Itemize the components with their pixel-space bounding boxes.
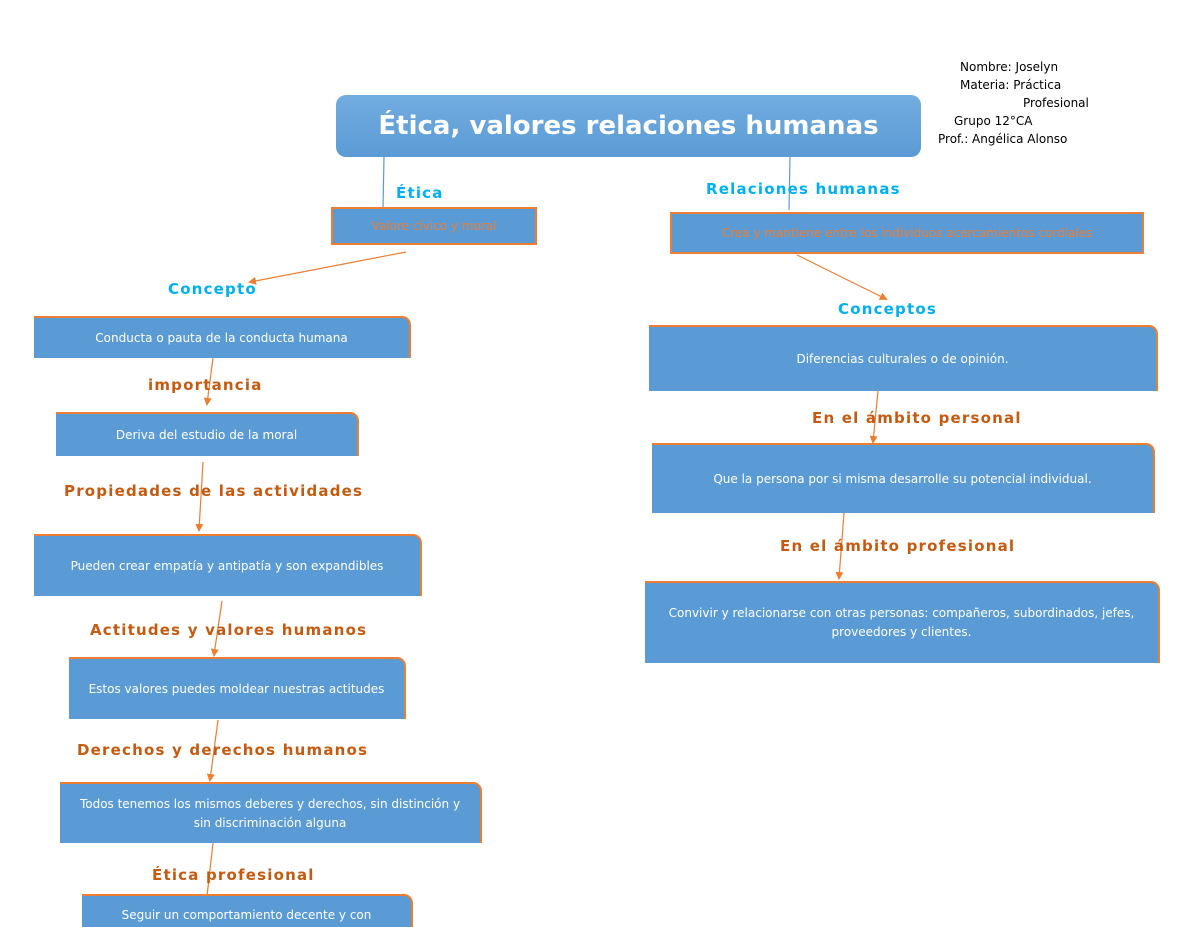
info-nombre: Nombre: Joselyn [960, 60, 1059, 74]
profesional-node: Convivir y relacionarse con otras person… [645, 581, 1160, 663]
arrow-root-to-concepto [248, 251, 407, 285]
relaciones-heading: Relaciones humanas [706, 180, 901, 198]
conceptos-label: Conceptos [838, 300, 937, 318]
info-materia-cont: Profesional [1023, 96, 1089, 110]
concepto-label: Concepto [168, 280, 257, 298]
conceptos-node: Diferencias culturales o de opinión. [649, 325, 1158, 391]
info-grupo: Grupo 12°CA [954, 114, 1033, 128]
relaciones-root-node: Crea y mantiene entre los individuos ace… [670, 212, 1144, 254]
profesional-label: En el ámbito profesional [780, 537, 1016, 555]
propiedades-label: Propiedades de las actividades [64, 482, 364, 500]
info-materia: Materia: Práctica [960, 78, 1062, 92]
etica-root-node: Valore cívico y moral [331, 207, 537, 245]
importancia-node: Deriva del estudio de la moral [56, 412, 359, 456]
student-info: Nombre: Joselyn Materia: Práctica Profes… [930, 58, 1100, 148]
title-to-etica-connector [382, 156, 385, 209]
actitudes-node: Estos valores puedes moldear nuestras ac… [69, 657, 406, 719]
personal-node: Que la persona por si misma desarrolle s… [652, 443, 1155, 513]
personal-label: En el ámbito personal [812, 409, 1022, 427]
page-title: Ética, valores relaciones humanas [336, 95, 921, 157]
arrow-rel-root-to-conceptos [796, 254, 888, 300]
derechos-label: Derechos y derechos humanos [77, 741, 369, 759]
concepto-node: Conducta o pauta de la conducta humana [34, 316, 411, 358]
info-prof: Prof.: Angélica Alonso [938, 132, 1068, 146]
etica-prof-label: Ética profesional [152, 866, 315, 884]
etica-prof-node: Seguir un comportamiento decente y con [82, 894, 413, 927]
etica-heading: Ética [396, 184, 444, 202]
propiedades-node: Pueden crear empatía y antipatía y son e… [34, 534, 422, 596]
derechos-node: Todos tenemos los mismos deberes y derec… [60, 782, 482, 843]
actitudes-label: Actitudes y valores humanos [90, 621, 368, 639]
importancia-label: importancia [148, 376, 263, 394]
